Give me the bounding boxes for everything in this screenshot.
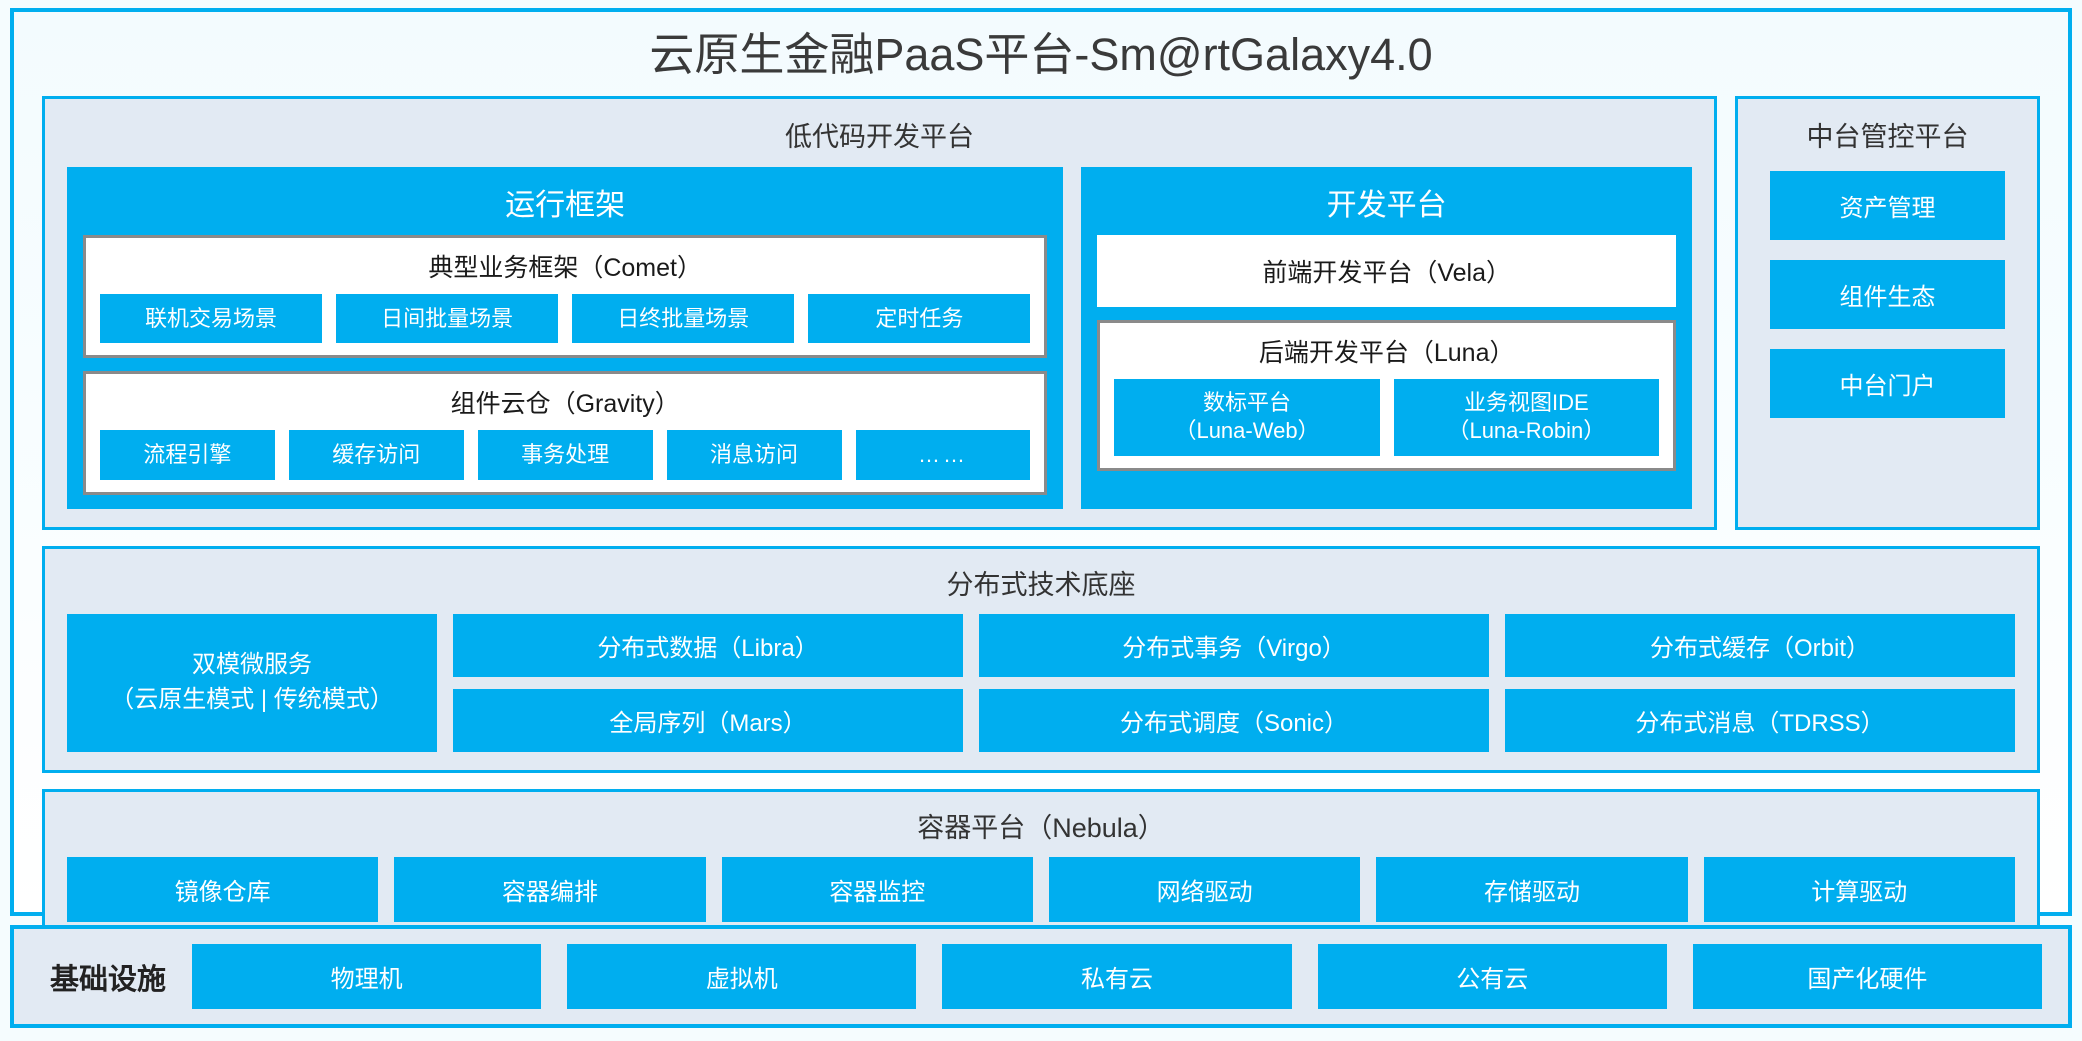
comet-item-eod-batch[interactable]: 日终批量场景 (572, 293, 795, 343)
development-platform-panel: 开发平台 前端开发平台（Vela） 后端开发平台（Luna） 数标平台 （Lun… (1081, 166, 1692, 509)
comet-item-scheduled-task[interactable]: 定时任务 (808, 293, 1031, 343)
luna-chip-row: 数标平台 （Luna-Web） 业务视图IDE （Luna-Robin） (1100, 378, 1673, 456)
distributed-base-title: 分布式技术底座 (946, 569, 1136, 600)
gravity-title: 组件云仓（Gravity） (450, 390, 680, 418)
development-platform-title: 开发平台 (1326, 188, 1447, 222)
dual-mode-line1: 双模微服务 (192, 650, 312, 678)
distributed-column-2: 分布式事务（Virgo） 分布式调度（Sonic） (979, 613, 1489, 752)
luna-robin-code: （Luna-Robin） (1447, 418, 1606, 444)
gravity-item-ellipsis[interactable]: …… (855, 430, 1031, 480)
comet-item-intraday-batch[interactable]: 日间批量场景 (336, 293, 559, 343)
infrastructure-item-virtual-machine[interactable]: 虚拟机 (567, 944, 917, 1009)
luna-web-name: 数标平台 (1203, 389, 1292, 415)
distributed-item-mars[interactable]: 全局序列（Mars） (453, 688, 963, 752)
page-title: 云原生金融PaaS平台-Sm@rtGalaxy4.0 (649, 29, 1433, 80)
gravity-item-transaction-processing[interactable]: 事务处理 (477, 430, 653, 480)
luna-robin-name: 业务视图IDE (1463, 389, 1589, 415)
management-item-asset-management[interactable]: 资产管理 (1770, 170, 2005, 240)
gravity-item-cache-access[interactable]: 缓存访问 (288, 430, 464, 480)
dual-mode-line2: （云原生模式 | 传统模式） (110, 685, 394, 713)
container-item-monitoring[interactable]: 容器监控 (721, 856, 1033, 922)
platform-main-frame: 云原生金融PaaS平台-Sm@rtGalaxy4.0 低代码开发平台 运行框架 … (10, 8, 2072, 943)
luna-item-luna-web[interactable]: 数标平台 （Luna-Web） (1114, 378, 1380, 456)
distributed-item-virgo[interactable]: 分布式事务（Virgo） (979, 613, 1489, 677)
distributed-item-sonic[interactable]: 分布式调度（Sonic） (979, 688, 1489, 752)
container-item-row: 镜像仓库 容器编排 容器监控 网络驱动 存储驱动 计算驱动 (45, 856, 2037, 922)
container-platform-panel: 容器平台（Nebula） 镜像仓库 容器编排 容器监控 网络驱动 存储驱动 计算… (42, 788, 2040, 943)
comet-title: 典型业务框架（Comet） (428, 253, 702, 282)
infrastructure-item-domestic-hardware[interactable]: 国产化硬件 (1692, 944, 2043, 1009)
container-platform-title: 容器平台（Nebula） (917, 812, 1165, 843)
gravity-item-process-engine[interactable]: 流程引擎 (100, 430, 275, 480)
management-item-component-ecosystem[interactable]: 组件生态 (1770, 259, 2005, 329)
distributed-item-tdrss[interactable]: 分布式消息（TDRSS） (1505, 688, 2015, 752)
gravity-box: 组件云仓（Gravity） 流程引擎 缓存访问 事务处理 消息访问 …… (83, 371, 1048, 495)
container-item-image-registry[interactable]: 镜像仓库 (67, 856, 379, 922)
container-item-network-driver[interactable]: 网络驱动 (1048, 856, 1361, 922)
lowcode-platform-title: 低代码开发平台 (785, 121, 974, 152)
infrastructure-item-physical-machine[interactable]: 物理机 (192, 944, 542, 1009)
backend-platform-luna-title: 后端开发平台（Luna） (1258, 338, 1515, 367)
runtime-framework-panel: 运行框架 典型业务框架（Comet） 联机交易场景 日间批量场景 日终批量场景 … (67, 166, 1064, 509)
distributed-dual-mode-microservice[interactable]: 双模微服务 （云原生模式 | 传统模式） (67, 613, 437, 752)
distributed-item-orbit[interactable]: 分布式缓存（Orbit） (1505, 613, 2015, 677)
lowcode-columns: 运行框架 典型业务框架（Comet） 联机交易场景 日间批量场景 日终批量场景 … (45, 166, 1714, 509)
distributed-column-1: 分布式数据（Libra） 全局序列（Mars） (453, 613, 963, 752)
gravity-chip-row: 流程引擎 缓存访问 事务处理 消息访问 …… (86, 430, 1044, 480)
distributed-base-panel: 分布式技术底座 双模微服务 （云原生模式 | 传统模式） 分布式数据（Libra… (42, 545, 2040, 773)
upper-zone: 低代码开发平台 运行框架 典型业务框架（Comet） 联机交易场景 日间批量场景… (14, 95, 2068, 530)
frontend-platform-vela[interactable]: 前端开发平台（Vela） (1097, 234, 1676, 307)
distributed-column-3: 分布式缓存（Orbit） 分布式消息（TDRSS） (1505, 613, 2015, 752)
luna-web-code: （Luna-Web） (1174, 418, 1320, 444)
management-item-portal[interactable]: 中台门户 (1770, 348, 2005, 418)
management-platform-title: 中台管控平台 (1806, 121, 1969, 152)
container-item-storage-driver[interactable]: 存储驱动 (1376, 856, 1688, 922)
infrastructure-label: 基础设施 (50, 963, 167, 996)
container-item-compute-driver[interactable]: 计算驱动 (1703, 856, 2015, 922)
comet-item-online-transaction[interactable]: 联机交易场景 (100, 293, 323, 343)
runtime-framework-title: 运行框架 (505, 188, 626, 222)
backend-platform-luna-box: 后端开发平台（Luna） 数标平台 （Luna-Web） 业务视图IDE （Lu… (1097, 319, 1676, 471)
comet-chip-row: 联机交易场景 日间批量场景 日终批量场景 定时任务 (86, 293, 1044, 343)
luna-item-luna-robin[interactable]: 业务视图IDE （Luna-Robin） (1393, 378, 1659, 456)
infrastructure-item-row: 物理机 虚拟机 私有云 公有云 国产化硬件 (192, 944, 2043, 1009)
distributed-item-libra[interactable]: 分布式数据（Libra） (453, 613, 963, 677)
comet-box: 典型业务框架（Comet） 联机交易场景 日间批量场景 日终批量场景 定时任务 (83, 234, 1048, 358)
infrastructure-panel: 基础设施 物理机 虚拟机 私有云 公有云 国产化硬件 (10, 925, 2072, 1028)
management-item-list: 资产管理 组件生态 中台门户 (1738, 167, 2037, 418)
management-platform-panel: 中台管控平台 资产管理 组件生态 中台门户 (1735, 95, 2040, 530)
container-item-orchestration[interactable]: 容器编排 (394, 856, 706, 922)
lowcode-platform-panel: 低代码开发平台 运行框架 典型业务框架（Comet） 联机交易场景 日间批量场景… (42, 95, 1717, 530)
infrastructure-item-public-cloud[interactable]: 公有云 (1317, 944, 1667, 1009)
distributed-grid: 双模微服务 （云原生模式 | 传统模式） 分布式数据（Libra） 全局序列（M… (45, 613, 2037, 752)
infrastructure-item-private-cloud[interactable]: 私有云 (942, 944, 1292, 1009)
gravity-item-message-access[interactable]: 消息访问 (666, 430, 842, 480)
